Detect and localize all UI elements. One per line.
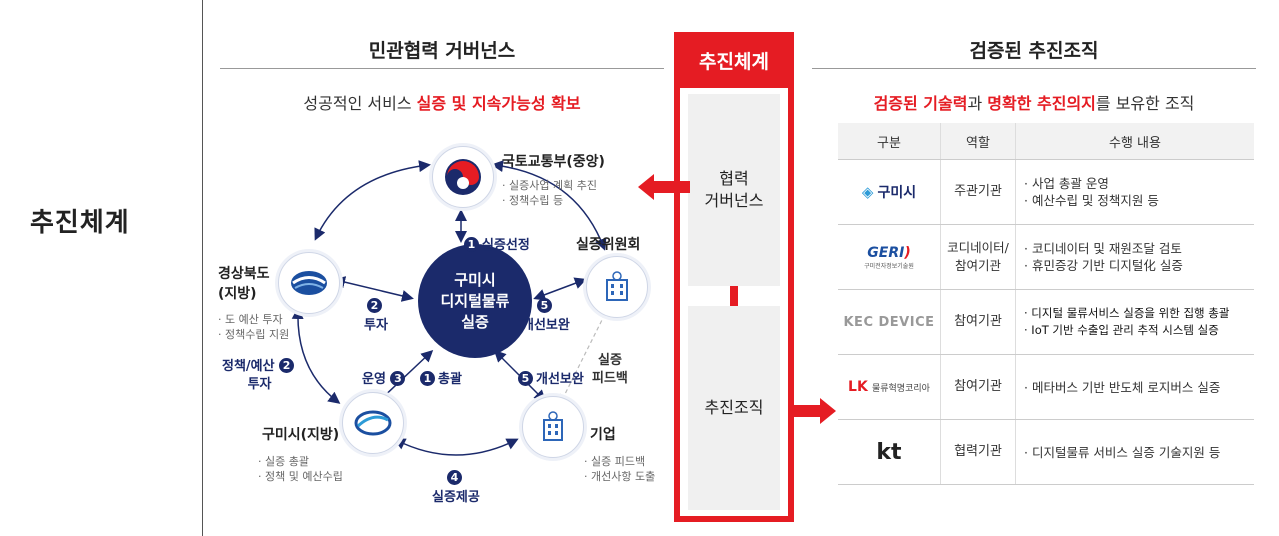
role-cell: 참여기관: [940, 289, 1016, 355]
table-row: kt 협력기관 · 디지털물류 서비스 실증 기술지원 등: [838, 419, 1254, 485]
molit-title: 국토교통부(중앙): [502, 154, 605, 170]
center-line-2: 디지털물류: [440, 291, 510, 310]
gyeongbuk-logo-icon: [291, 271, 327, 295]
governance-title: 민관협력 거버넌스: [368, 40, 516, 62]
kec-logo: KEC DEVICE: [838, 289, 941, 355]
table-header-row: 구분 역할 수행 내용: [838, 123, 1254, 160]
duty-cell: · 코디네이터 및 재원조달 검토· 휴민증강 기반 디지털化 실증: [1015, 224, 1254, 290]
duty-cell: · 디지털 물류서비스 실증을 위한 집행 총괄· IoT 기반 수출입 관리 …: [1015, 289, 1254, 355]
building-icon: [606, 271, 628, 301]
vertical-divider: [202, 0, 203, 536]
molit-bullets: · 실증사업 계획 추진· 정책수립 등: [502, 179, 597, 207]
duty-cell: · 메타버스 기반 반도체 로지버스 실증: [1015, 354, 1254, 420]
duty-cell: · 사업 총괄 운영· 예산수립 및 정책지원 등: [1015, 159, 1254, 225]
organization-subtitle: 검증된 기술력과 명확한 추진의지를 보유한 조직: [873, 94, 1195, 113]
structure-header: 추진체계: [674, 32, 794, 88]
organization-rule: [812, 68, 1256, 69]
company-building-icon: [543, 411, 563, 441]
molit-emblem: [432, 146, 494, 208]
gumi-emblem: [342, 392, 404, 454]
execution-org-box: 추진조직: [688, 306, 780, 510]
company-bullets: · 실증 피드백· 개선사항 도출: [584, 455, 656, 483]
col-category: 구분: [838, 123, 941, 160]
column-divider: [730, 286, 738, 306]
lk-logo: LK 물류혁명코리아: [838, 354, 941, 420]
role-cell: 협력기관: [940, 419, 1016, 485]
col-duty: 수행 내용: [1015, 123, 1254, 160]
table-row: GERI) 구미전자정보기술원 코디네이터/참여기관 · 코디네이터 및 재원조…: [838, 224, 1254, 290]
committee-emblem: [586, 256, 648, 318]
gyeongbuk-emblem: [278, 252, 340, 314]
table-row: LK 물류혁명코리아 참여기관 · 메타버스 기반 반도체 로지버스 실증: [838, 354, 1254, 420]
geri-logo: GERI) 구미전자정보기술원: [838, 224, 941, 290]
gumi-mark-icon: ◈: [861, 183, 874, 201]
role-cell: 코디네이터/참여기관: [940, 224, 1016, 290]
center-line-1: 구미시: [454, 270, 496, 289]
role-cell: 주관기관: [940, 159, 1016, 225]
korea-government-icon: [445, 159, 481, 195]
kt-logo: kt: [838, 419, 941, 485]
gyeongbuk-bullets: · 도 예산 투자· 정책수립 지원: [218, 313, 290, 341]
center-gumi-logistics: 구미시 디지털물류 실증: [418, 244, 532, 358]
gumi-logo-icon: [354, 410, 392, 436]
left-label: 추진체계: [30, 208, 130, 238]
edge-operate: 운영 3: [362, 368, 408, 387]
gumi-title: 구미시(지방): [262, 427, 340, 443]
company-title: 기업: [590, 427, 616, 443]
center-line-3: 실증: [461, 312, 489, 331]
gumi-bullets: · 실증 총괄· 정책 및 예산수립: [258, 455, 343, 483]
left-arrow: [638, 174, 690, 200]
organization-table: 구분 역할 수행 내용 ◈ 구미시 주관기관 · 사업 총괄 운영· 예산수립 …: [838, 123, 1254, 485]
governance-rule: [220, 68, 664, 69]
table-row: KEC DEVICE 참여기관 · 디지털 물류서비스 실증을 위한 집행 총괄…: [838, 289, 1254, 355]
right-arrow: [792, 398, 836, 424]
company-emblem: [522, 396, 584, 458]
committee-title: 실증위원회: [576, 237, 641, 253]
gumi-logo: ◈ 구미시: [838, 159, 941, 225]
gyeongbuk-title: 경상북도(지방): [218, 266, 270, 302]
duty-cell: · 디지털물류 서비스 실증 기술지원 등: [1015, 419, 1254, 485]
col-role: 역할: [940, 123, 1016, 160]
table-row: ◈ 구미시 주관기관 · 사업 총괄 운영· 예산수립 및 정책지원 등: [838, 159, 1254, 225]
governance-subtitle: 성공적인 서비스 실증 및 지속가능성 확보: [303, 94, 581, 113]
role-cell: 참여기관: [940, 354, 1016, 420]
organization-title: 검증된 추진조직: [969, 40, 1099, 62]
